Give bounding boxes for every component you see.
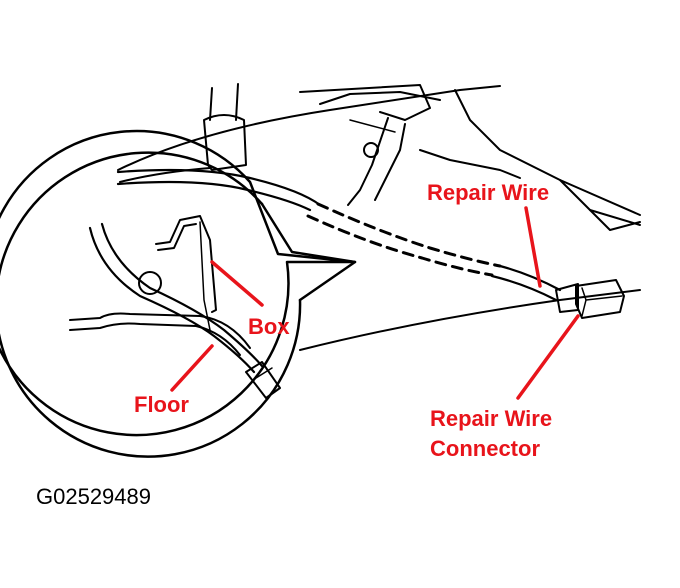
label-repair-wire: Repair Wire — [427, 180, 549, 205]
label-repair-wire-connector-line1: Repair Wire — [430, 406, 552, 431]
floor-leader — [170, 344, 214, 392]
label-floor: Floor — [134, 392, 189, 417]
leader-lines — [170, 206, 580, 400]
box-leader — [210, 260, 264, 307]
detail-inset — [0, 129, 357, 458]
vehicle-floor-drawing — [117, 83, 641, 351]
label-repair-wire-connector-line2: Connector — [430, 436, 540, 461]
repair-wire-leader — [524, 206, 542, 288]
label-box: Box — [248, 314, 290, 339]
figure-id: G02529489 — [36, 484, 151, 509]
wire-harness — [116, 168, 562, 302]
repair-wire-connector-leader — [516, 314, 580, 400]
repair-wire-connector — [555, 279, 625, 319]
